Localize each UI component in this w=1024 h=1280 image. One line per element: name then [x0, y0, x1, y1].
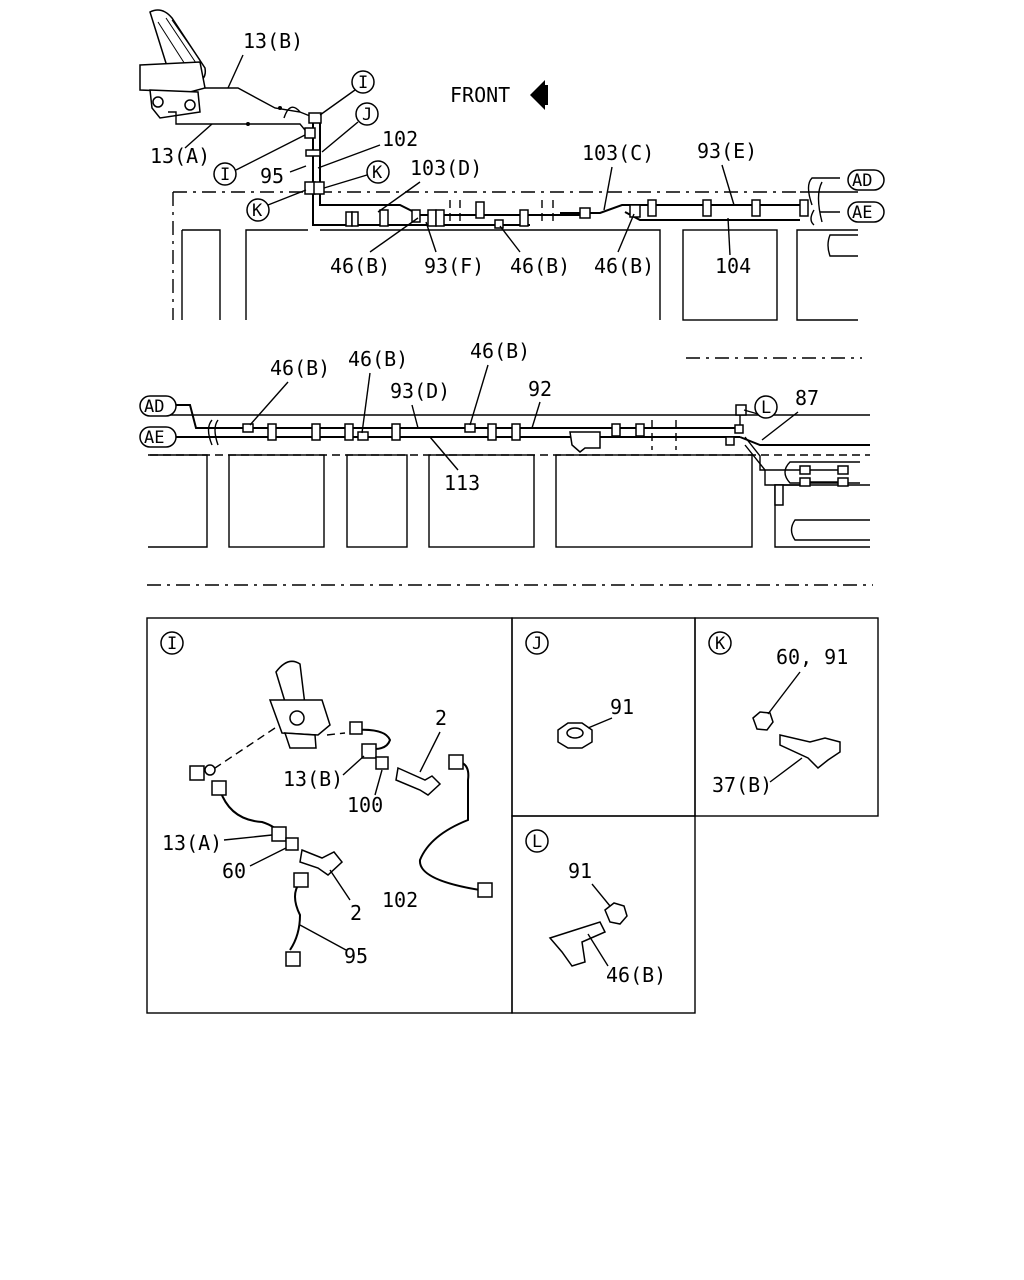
detail-l-box: [511, 815, 696, 1014]
brake-valve-pedal: [139, 9, 207, 119]
callout-i-bottom: I: [213, 134, 306, 186]
top-view: FRONT I J I K K: [139, 9, 885, 321]
label-46b-top-2: 46(B): [510, 254, 570, 278]
svg-text:I: I: [167, 634, 177, 654]
label-103c: 103(C): [582, 141, 654, 165]
label-103d: 103(D): [410, 156, 482, 180]
svg-text:J: J: [362, 105, 372, 125]
frame-block: [682, 229, 778, 321]
svg-text:K: K: [372, 163, 383, 183]
front-label: FRONT: [450, 83, 510, 107]
detail-i: I: [160, 631, 493, 968]
callout-ae-mid: AE: [139, 426, 177, 448]
label-100: 100: [347, 793, 383, 817]
label-95-top: 95: [260, 164, 284, 188]
svg-text:AE: AE: [144, 428, 164, 448]
detail-boxes: I: [146, 617, 879, 1014]
label-37b: 37(B): [712, 773, 772, 797]
label-113: 113: [444, 471, 480, 495]
callout-ad-mid: AD: [139, 395, 177, 417]
label-104: 104: [715, 254, 751, 278]
label-46b-top-1: 46(B): [330, 254, 390, 278]
label-13b-top: 13(B): [243, 29, 303, 53]
label-91-j: 91: [610, 695, 634, 719]
label-13b-detail: 13(B): [283, 767, 343, 791]
label-87: 87: [795, 386, 819, 410]
callout-l-mid: L: [743, 395, 778, 419]
label-2-top: 2: [435, 706, 447, 730]
svg-text:AD: AD: [852, 171, 872, 191]
svg-text:K: K: [715, 634, 726, 654]
label-93e: 93(E): [697, 139, 757, 163]
label-95-detail: 95: [344, 944, 368, 968]
callout-k-left: K: [246, 189, 307, 222]
label-2-bottom: 2: [350, 901, 362, 925]
label-102-detail: 102: [382, 888, 418, 912]
detail-k: K 60, 91 37(B): [708, 631, 848, 797]
label-46b-mid-1: 46(B): [270, 356, 330, 380]
label-102-top: 102: [382, 127, 418, 151]
label-46b-l: 46(B): [606, 963, 666, 987]
label-13a-detail: 13(A): [162, 831, 222, 855]
label-13a-top: 13(A): [150, 144, 210, 168]
svg-text:I: I: [220, 165, 230, 185]
label-46b-mid-2: 46(B): [348, 347, 408, 371]
callout-i-top: I: [319, 70, 375, 116]
label-46b-top-3: 46(B): [594, 254, 654, 278]
detail-i-box: [146, 617, 513, 1014]
detail-j: J 91: [525, 631, 634, 749]
label-92: 92: [528, 377, 552, 401]
brake-valve: [268, 660, 331, 749]
svg-text:J: J: [532, 634, 542, 654]
svg-text:L: L: [761, 398, 771, 418]
callout-ae-top: AE: [847, 201, 885, 223]
svg-text:I: I: [358, 73, 368, 93]
detail-l: L 91 46(B): [525, 829, 666, 987]
middle-view: AD AE L 46(B) 46(B) 46(B) 93(D) 92 87 11…: [139, 339, 870, 548]
svg-text:K: K: [252, 201, 263, 221]
label-46b-mid-3: 46(B): [470, 339, 530, 363]
label-60-detail: 60: [222, 859, 246, 883]
detail-k-box: [694, 617, 879, 817]
svg-text:L: L: [532, 832, 542, 852]
label-60-91: 60, 91: [776, 645, 848, 669]
svg-text:AE: AE: [852, 203, 872, 223]
nut-icon: [557, 722, 593, 749]
svg-text:AD: AD: [144, 397, 164, 417]
label-93d: 93(D): [390, 379, 450, 403]
label-91-l: 91: [568, 859, 592, 883]
callout-ad-top: AD: [847, 169, 885, 191]
callout-j-top: J: [321, 102, 379, 153]
label-93f: 93(F): [424, 254, 484, 278]
callout-k-right: K: [323, 160, 390, 189]
